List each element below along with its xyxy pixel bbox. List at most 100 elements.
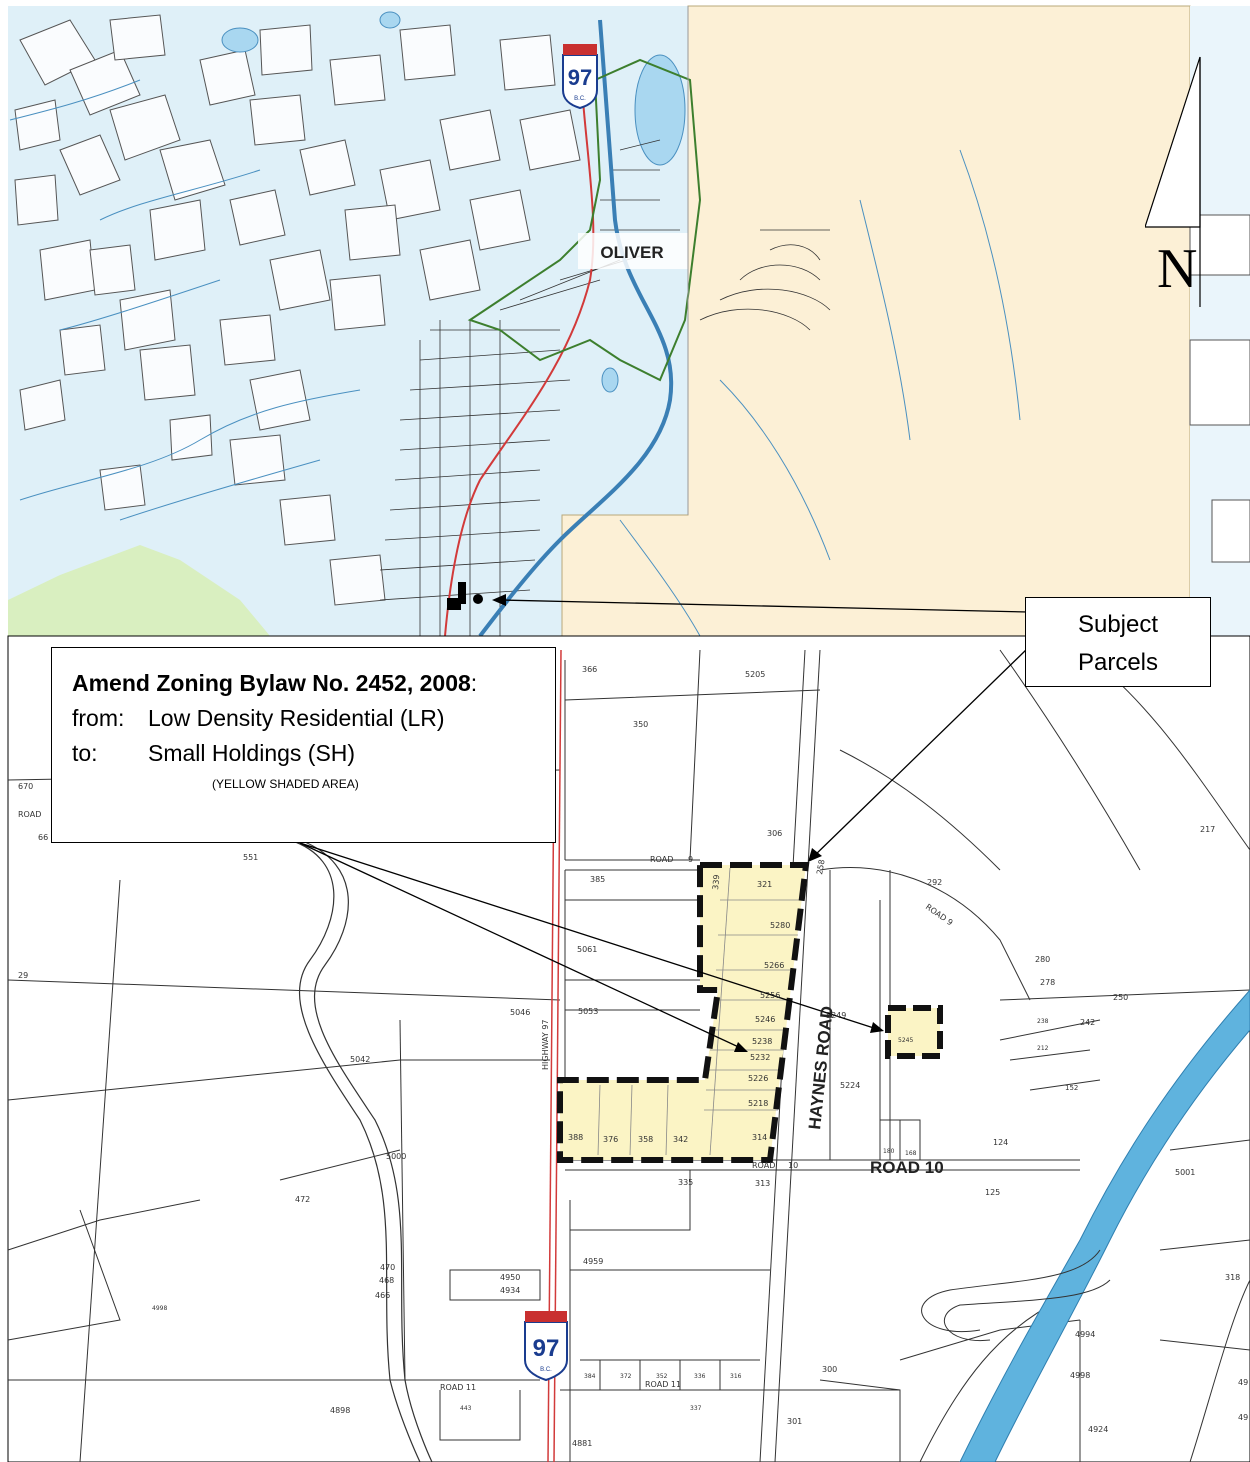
parcel-number: 300 xyxy=(822,1365,837,1374)
pond xyxy=(379,11,401,29)
oxbow xyxy=(921,1249,1101,1332)
north-arrow-icon xyxy=(1145,56,1201,228)
parcel-number: 5238 xyxy=(752,1037,772,1046)
subject-parcel-outline xyxy=(557,862,810,1163)
subject-parcels-line1: Subject xyxy=(1077,611,1159,638)
parcel-number: 5224 xyxy=(840,1081,860,1090)
parcel-number: 5245 xyxy=(898,1037,913,1044)
parcel-number: 358 xyxy=(638,1135,653,1144)
parcel-number: 301 xyxy=(787,1417,802,1426)
highway-97-route xyxy=(444,59,595,637)
parcel-number: 470 xyxy=(380,1263,395,1272)
oliver-label-bg xyxy=(578,233,688,269)
haynes-small-label: 258 xyxy=(815,859,827,876)
road-9-small-label: ROAD xyxy=(650,855,673,864)
parcel-number: 335 xyxy=(678,1178,693,1187)
shield-province: B.C. xyxy=(574,96,586,102)
parcel-number: 388 xyxy=(568,1133,583,1142)
parcel-number: 4934 xyxy=(500,1286,520,1295)
parcel-number: 238 xyxy=(1037,1018,1049,1025)
parcel-number: 318 xyxy=(1225,1273,1240,1282)
subject-parcel-marker xyxy=(447,598,461,610)
parcel-number: 242 xyxy=(1080,1018,1095,1027)
parcel-number: 5280 xyxy=(770,921,790,930)
streams xyxy=(9,79,1021,637)
bylaw-from-key: from: xyxy=(72,705,125,731)
parcel-number: 212 xyxy=(1037,1045,1049,1052)
park-area xyxy=(8,545,270,636)
bylaw-note: (YELLOW SHADED AREA) xyxy=(212,777,359,791)
north-arrow: N xyxy=(1145,56,1201,307)
river xyxy=(959,989,1250,1462)
road-11-label: ROAD 11 xyxy=(440,1383,476,1392)
creek xyxy=(289,839,421,1462)
oliver-label: OLIVER xyxy=(600,243,663,262)
parcel-number: 350 xyxy=(633,720,648,729)
parcel-number: 385 xyxy=(590,875,605,884)
yellow-shaded-area xyxy=(888,1008,940,1056)
road-10-num-label: 10 xyxy=(788,1161,798,1170)
parcel-number: 670 xyxy=(18,782,33,791)
parcel-number: 5205 xyxy=(745,670,765,679)
shield-number: 97 xyxy=(568,65,592,90)
parcel-number: 4881 xyxy=(572,1439,592,1448)
parcel-number: 5256 xyxy=(760,991,780,1000)
lake xyxy=(634,54,686,166)
parcel-number: 384 xyxy=(584,1373,596,1380)
parcel-number: 29 xyxy=(18,971,28,980)
okanagan-river xyxy=(478,19,674,638)
road-10-small-label: ROAD xyxy=(752,1161,775,1170)
parcel-number: 5001 xyxy=(1175,1168,1195,1177)
arrowheads xyxy=(492,594,884,1052)
parcel-number: 342 xyxy=(673,1135,688,1144)
bylaw-title-suffix: : xyxy=(470,670,478,696)
parcel-number: 321 xyxy=(757,880,772,889)
parcel-number: 5249 xyxy=(826,1011,846,1020)
parcel-number: 5246 xyxy=(755,1015,775,1024)
detail-map: 97 B.C. HAYNES ROAD ROAD 10 ROAD 9 ROAD … xyxy=(7,594,1250,1462)
parcel-number: 180 xyxy=(883,1148,895,1155)
parcel-number: 366 xyxy=(582,665,597,674)
parcel-number: 250 xyxy=(1113,993,1128,1002)
parcel-number: 313 xyxy=(755,1179,770,1188)
parcel-number: 217 xyxy=(1200,825,1215,834)
parcel-number: 278 xyxy=(1040,978,1055,987)
parcel-number: 468 xyxy=(379,1276,394,1285)
highway-shield-bottom: 97 B.C. xyxy=(524,1311,568,1382)
parcel-number: 5046 xyxy=(510,1008,530,1017)
parcel-number: 5226 xyxy=(748,1074,768,1083)
bylaw-to-value: Small Holdings (SH) xyxy=(148,740,356,766)
parcel-numbers: 366 5205 350 306 217 670 66 551 29 385 3… xyxy=(18,665,1248,1448)
bylaw-callout: Amend Zoning Bylaw No. 2452, 2008: from:… xyxy=(51,647,556,843)
parcel-number: 443 xyxy=(460,1405,472,1412)
bylaw-to-row: to: Small Holdings (SH) xyxy=(72,740,535,767)
parcel-number: 124 xyxy=(993,1138,1008,1147)
subject-parcels-callout: Subject Parcels xyxy=(1025,597,1211,687)
oxbow xyxy=(943,1279,1111,1342)
leader-lines xyxy=(299,599,1029,1051)
parcel-number: 4898 xyxy=(330,1406,350,1415)
parcel-number: 49 xyxy=(1238,1413,1248,1422)
parcel-number: 292 xyxy=(927,878,942,887)
parcel-number: 314 xyxy=(752,1133,767,1142)
town-network xyxy=(379,139,831,636)
parcel-number: 5042 xyxy=(350,1055,370,1064)
pond xyxy=(221,27,259,53)
parcel-number: 49 xyxy=(1238,1378,1248,1387)
parcel-number: 280 xyxy=(1035,955,1050,964)
parcel-number: 352 xyxy=(656,1373,668,1380)
parcel-number: 5218 xyxy=(748,1099,768,1108)
parcel-number: 66 xyxy=(38,833,48,842)
parcel-number: 372 xyxy=(620,1373,632,1380)
highway-vertical-label: HIGHWAY 97 xyxy=(541,1019,550,1070)
highway-shield-top: 97 B.C. xyxy=(562,44,598,110)
parcel-number: 306 xyxy=(767,829,782,838)
parcel-number: 466 xyxy=(375,1291,390,1300)
bylaw-title-bold: Amend Zoning Bylaw No. 2452, 2008 xyxy=(72,670,471,696)
parcel-number: 472 xyxy=(295,1195,310,1204)
parcel-number: 4998 xyxy=(1070,1371,1090,1380)
bylaw-to-key: to: xyxy=(72,740,98,766)
parcel-number: 4959 xyxy=(583,1257,603,1266)
